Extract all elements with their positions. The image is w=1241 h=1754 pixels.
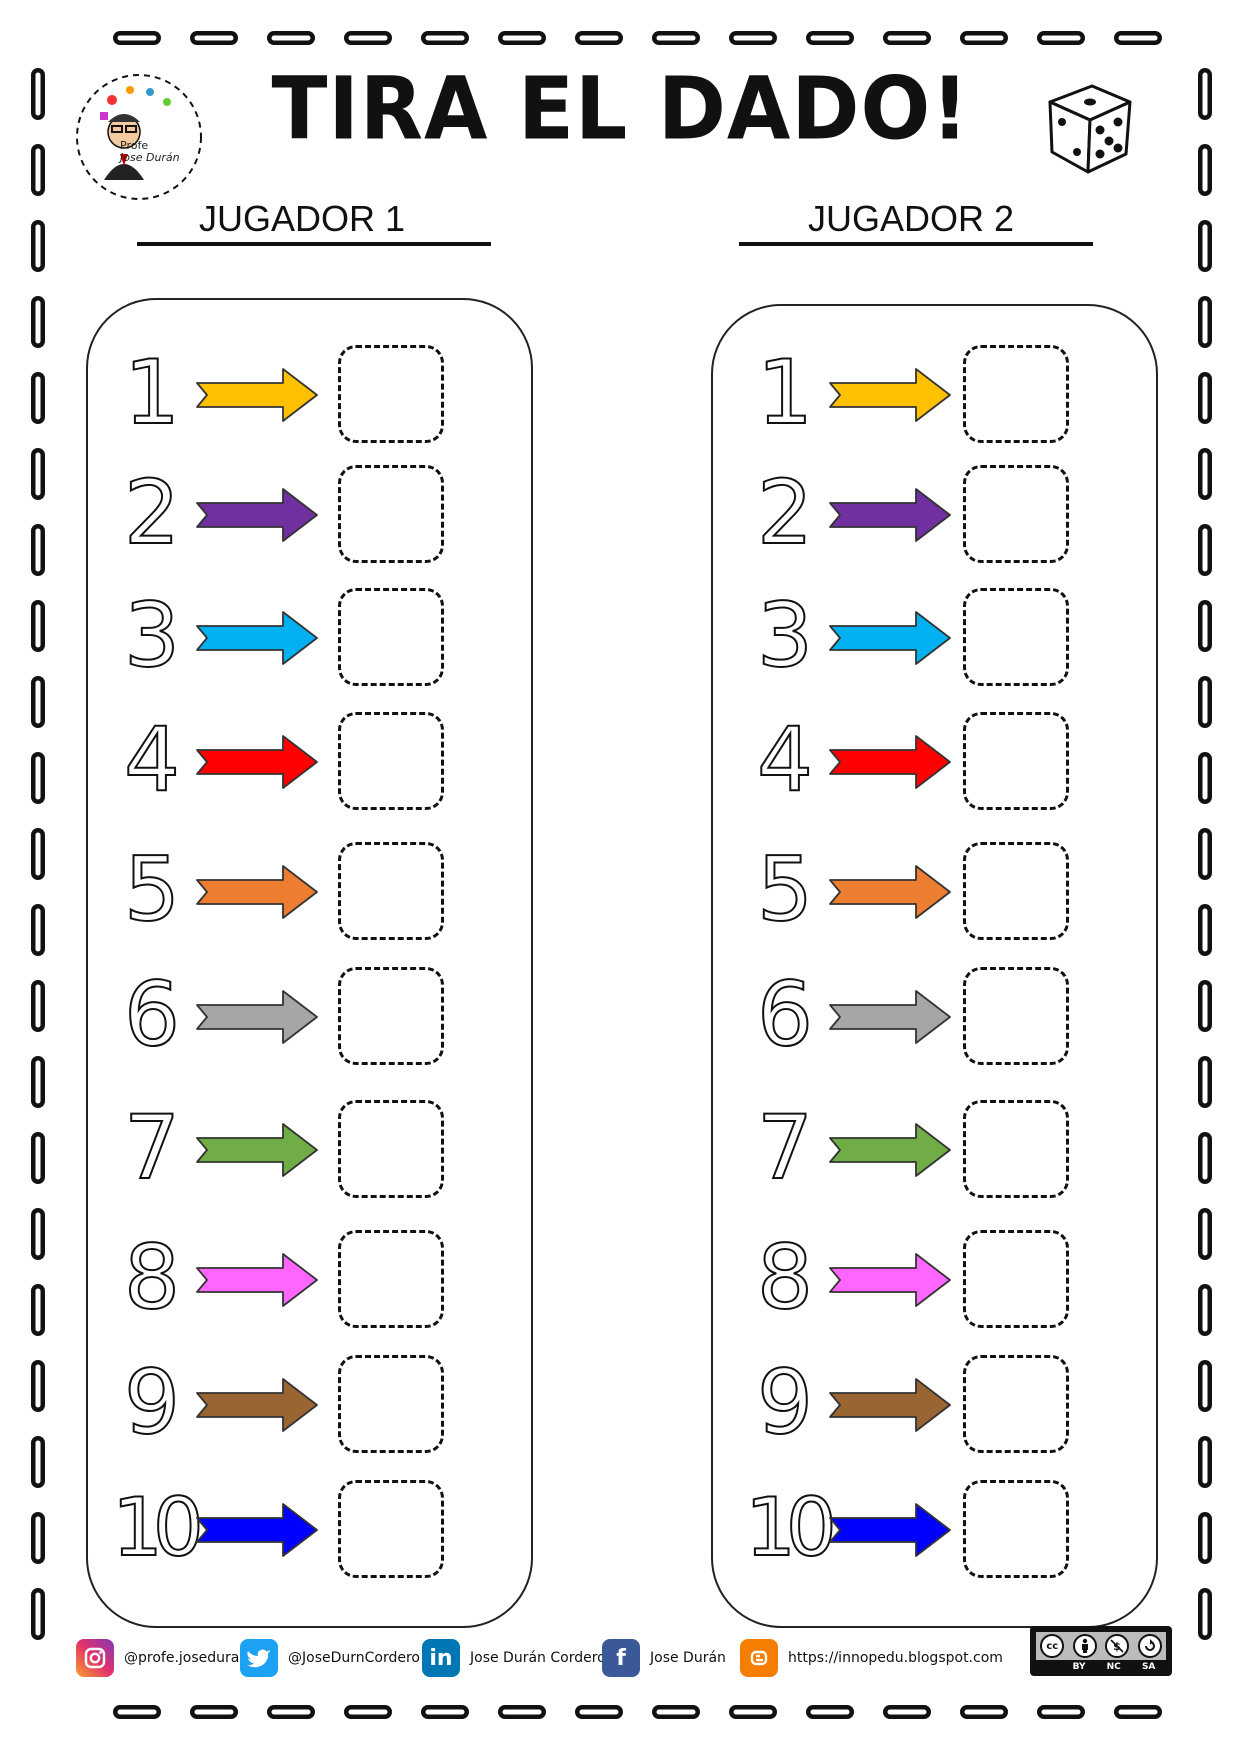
player-1-answer-box-6[interactable]	[338, 967, 444, 1065]
player-1-answer-box-3[interactable]	[338, 588, 444, 686]
player-2-arrow-6	[829, 990, 951, 1044]
player-1-answer-box-7[interactable]	[338, 1100, 444, 1198]
player-2-arrow-3	[829, 611, 951, 665]
player-2-arrow-8	[829, 1253, 951, 1307]
twitter-icon	[240, 1639, 278, 1677]
player-1-arrow-3	[196, 611, 318, 665]
player-2-arrow-10	[829, 1503, 951, 1557]
player-1-arrow-1	[196, 368, 318, 422]
player-2-answer-box-5[interactable]	[963, 842, 1069, 940]
player-1-number-7: 7	[123, 1096, 181, 1199]
player-1-answer-box-2[interactable]	[338, 465, 444, 563]
player-1-number-1: 1	[123, 341, 181, 444]
player-1-number-10: 10	[111, 1480, 205, 1575]
player-2-answer-box-10[interactable]	[963, 1480, 1069, 1578]
player-2-answer-box-6[interactable]	[963, 967, 1069, 1065]
twitter-link[interactable]: @JoseDurnCordero	[240, 1636, 420, 1680]
blog-link[interactable]: https://innopedu.blogspot.com	[740, 1636, 1003, 1680]
player-1-arrow-10	[196, 1503, 318, 1557]
player-1-arrow-4	[196, 735, 318, 789]
player-1-number-6: 6	[123, 963, 181, 1066]
player-2-number-6: 6	[756, 963, 814, 1066]
cc-license-icons: cc $	[1036, 1632, 1166, 1660]
dice-icon	[1048, 84, 1132, 174]
player-2-arrow-9	[829, 1378, 951, 1432]
linkedin-link[interactable]: in Jose Durán Cordero	[422, 1636, 606, 1680]
player-2-answer-box-4[interactable]	[963, 712, 1069, 810]
player-1-number-5: 5	[123, 838, 181, 941]
instagram-link[interactable]: @profe.joseduran	[76, 1636, 248, 1680]
player-1-number-9: 9	[123, 1351, 181, 1454]
blogger-icon	[740, 1639, 778, 1677]
noncommercial-icon: $	[1105, 1634, 1130, 1658]
player-1-number-3: 3	[123, 584, 181, 687]
player-2-arrow-1	[829, 368, 951, 422]
attribution-icon	[1072, 1634, 1097, 1658]
player-1-answer-box-5[interactable]	[338, 842, 444, 940]
facebook-name: Jose Durán	[650, 1650, 726, 1666]
linkedin-name: Jose Durán Cordero	[470, 1650, 606, 1666]
blog-url: https://innopedu.blogspot.com	[788, 1650, 1003, 1666]
player-1-arrow-7	[196, 1123, 318, 1177]
player-2-number-2: 2	[756, 461, 814, 564]
player-1-underline	[137, 242, 491, 246]
logo-caption: Profe Jose Durán	[120, 140, 180, 164]
player-2-answer-box-1[interactable]	[963, 345, 1069, 443]
instagram-icon	[76, 1639, 114, 1677]
cc-license-badge: cc $ BY NC SA	[1030, 1626, 1172, 1676]
player-1-arrow-2	[196, 488, 318, 542]
player-2-number-3: 3	[756, 584, 814, 687]
license-nc: NC	[1106, 1662, 1121, 1672]
player-1-answer-box-10[interactable]	[338, 1480, 444, 1578]
player-2-arrow-4	[829, 735, 951, 789]
player-1-number-2: 2	[123, 461, 181, 564]
player-2-number-5: 5	[756, 838, 814, 941]
player-1-answer-box-8[interactable]	[338, 1230, 444, 1328]
player-2-number-1: 1	[756, 341, 814, 444]
facebook-icon: f	[602, 1639, 640, 1677]
player-2-answer-box-9[interactable]	[963, 1355, 1069, 1453]
player-2-number-9: 9	[756, 1351, 814, 1454]
facebook-link[interactable]: f Jose Durán	[602, 1636, 726, 1680]
player-2-answer-box-3[interactable]	[963, 588, 1069, 686]
cc-icon: cc	[1040, 1634, 1065, 1658]
player-2-number-8: 8	[756, 1226, 814, 1329]
instagram-handle: @profe.joseduran	[124, 1650, 249, 1666]
player-2-arrow-5	[829, 865, 951, 919]
player-2-arrow-2	[829, 488, 951, 542]
cc-license-labels: BY NC SA	[1062, 1662, 1166, 1672]
player-1-arrow-8	[196, 1253, 318, 1307]
player-2-number-10: 10	[744, 1480, 838, 1575]
player-1-arrow-5	[196, 865, 318, 919]
player-1-answer-box-4[interactable]	[338, 712, 444, 810]
page-title: TIRA EL DADO!	[271, 59, 970, 160]
player-2-answer-box-7[interactable]	[963, 1100, 1069, 1198]
logo-line-2: Jose Durán	[120, 151, 180, 164]
profe-logo	[76, 74, 202, 200]
license-by: BY	[1072, 1662, 1086, 1672]
player-1-arrow-6	[196, 990, 318, 1044]
player-1-panel	[86, 298, 533, 1628]
player-1-answer-box-9[interactable]	[338, 1355, 444, 1453]
twitter-handle: @JoseDurnCordero	[288, 1650, 421, 1666]
player-2-answer-box-2[interactable]	[963, 465, 1069, 563]
player-2-label: JUGADOR 2	[807, 198, 1015, 239]
player-1-number-4: 4	[123, 708, 181, 811]
player-2-arrow-7	[829, 1123, 951, 1177]
player-1-arrow-9	[196, 1378, 318, 1432]
player-2-number-4: 4	[756, 708, 814, 811]
player-1-answer-box-1[interactable]	[338, 345, 444, 443]
player-2-underline	[739, 242, 1093, 246]
player-1-number-8: 8	[123, 1226, 181, 1329]
license-sa: SA	[1141, 1662, 1156, 1672]
player-2-panel	[711, 304, 1158, 1628]
player-2-answer-box-8[interactable]	[963, 1230, 1069, 1328]
logo-line-1: Profe	[120, 139, 149, 152]
player-2-number-7: 7	[756, 1096, 814, 1199]
linkedin-icon: in	[422, 1639, 460, 1677]
sharealike-icon	[1137, 1634, 1162, 1658]
social-footer: @profe.joseduran @JoseDurnCordero in Jos…	[70, 1636, 1170, 1680]
player-1-label: JUGADOR 1	[198, 198, 406, 239]
